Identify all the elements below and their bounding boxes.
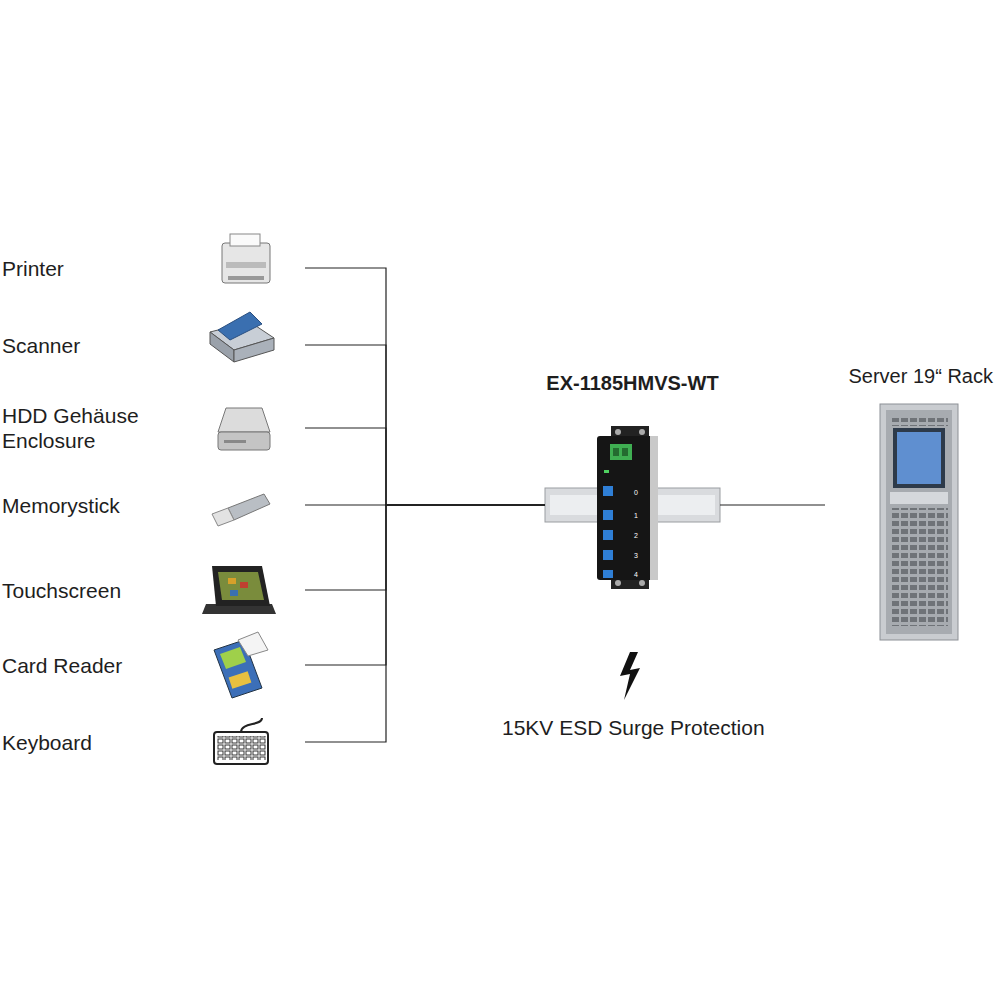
device-label: Memorystick xyxy=(2,493,120,518)
device-label: Touchscreen xyxy=(2,578,121,603)
hub-model-name: EX-1185HMVS-WT xyxy=(545,372,720,395)
device-label: Scanner xyxy=(2,333,80,358)
cable-line xyxy=(305,505,545,665)
device-node: Scanner xyxy=(0,315,305,375)
lightning-bolt xyxy=(620,652,640,700)
device-node: Keyboard xyxy=(0,712,305,772)
port-number: 2 xyxy=(634,532,638,540)
feature-label: 15KV ESD Surge Protection xyxy=(502,716,765,740)
port-number: 0 xyxy=(634,489,638,497)
device-label: HDD Gehäuse Enclosure xyxy=(2,403,187,453)
device-node: Card Reader xyxy=(0,635,305,695)
device-node: Printer xyxy=(0,238,305,298)
device-label: Keyboard xyxy=(2,730,92,755)
cable-line xyxy=(720,504,825,505)
printer-icon xyxy=(222,234,270,283)
port-number: 3 xyxy=(634,552,638,560)
hdd-icon xyxy=(218,408,270,450)
usb-hub-drawing xyxy=(545,426,720,589)
keyboard-icon xyxy=(214,718,268,764)
server-rack-drawing xyxy=(880,404,958,640)
device-node: Touchscreen xyxy=(0,560,305,620)
port-number: 4 xyxy=(634,571,638,579)
device-node: HDD Gehäuse Enclosure xyxy=(0,398,305,458)
scanner-icon xyxy=(210,312,274,362)
cable-line xyxy=(305,345,545,505)
port-number: 1 xyxy=(634,512,638,520)
cable-line xyxy=(305,505,545,590)
server-label: Server 19“ Rack xyxy=(849,365,994,388)
memorystick-icon xyxy=(212,494,270,526)
cable-line xyxy=(305,268,545,505)
touchscreen-icon xyxy=(202,566,276,614)
cable-line xyxy=(305,505,545,742)
cable-line xyxy=(305,428,545,505)
device-label: Card Reader xyxy=(2,653,122,678)
device-node: Memorystick xyxy=(0,475,305,535)
hub-node: EX-1185HMVS-WT xyxy=(545,372,720,638)
card-reader-icon xyxy=(214,632,268,698)
server-node: Server 19“ Rack xyxy=(825,365,995,645)
device-label: Printer xyxy=(2,256,64,281)
